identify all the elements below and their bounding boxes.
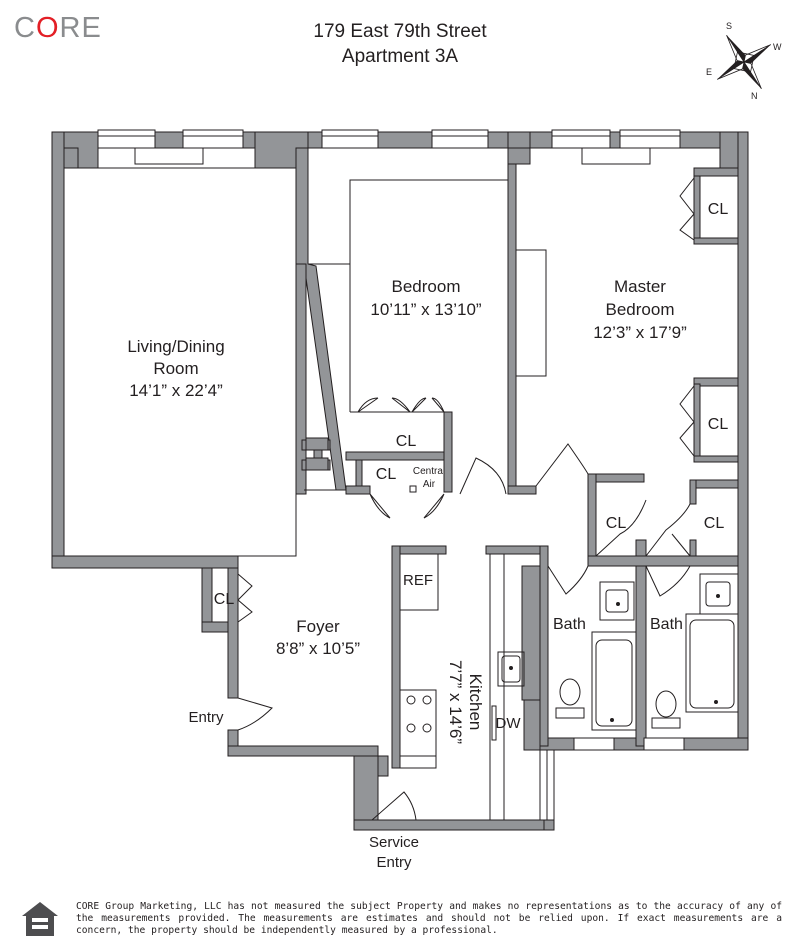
entry-label: Entry bbox=[188, 709, 224, 726]
living-room-name-2: Room bbox=[153, 359, 198, 378]
closet-label-bedroom: CL bbox=[396, 433, 417, 450]
ref-label: REF bbox=[403, 572, 433, 589]
compass-rose bbox=[716, 34, 772, 90]
unit-title: Apartment 3A bbox=[341, 46, 459, 67]
dw-label: DW bbox=[496, 715, 522, 732]
logo-o: O bbox=[35, 12, 60, 44]
bath-right-label: Bath bbox=[650, 616, 683, 633]
bedroom-label: Bedroom 10’11” x 13’10” bbox=[370, 277, 482, 319]
doors bbox=[237, 177, 695, 821]
closet-label-hall-left: CL bbox=[606, 515, 627, 532]
address-title: 179 East 79th Street bbox=[313, 21, 487, 42]
closet-label-hall-right: CL bbox=[704, 515, 725, 532]
kitchen-dims: 7’7” x 14’6” bbox=[446, 660, 465, 744]
central-air-label-2: Air bbox=[423, 479, 436, 490]
service-entry-label-1: Service bbox=[369, 834, 419, 851]
compass-w-label: W bbox=[773, 42, 782, 52]
logo-c: C bbox=[14, 12, 36, 44]
closet-label-master-top: CL bbox=[708, 201, 729, 218]
logo-re: RE bbox=[59, 12, 102, 44]
core-logo: CORE bbox=[14, 14, 102, 43]
kitchen-label: Kitchen 7’7” x 14’6” bbox=[446, 660, 485, 744]
equal-housing-icon bbox=[22, 902, 58, 936]
compass-n-label: N bbox=[751, 91, 758, 101]
living-room-dims: 14’1” x 22’4” bbox=[129, 381, 223, 400]
compass-s-label: S bbox=[726, 21, 732, 31]
master-bedroom-name-2: Bedroom bbox=[606, 300, 675, 319]
closet-label-foyer: CL bbox=[214, 591, 235, 608]
foyer-name: Foyer bbox=[296, 617, 340, 636]
bedroom-name: Bedroom bbox=[392, 277, 461, 296]
compass-e-label: E bbox=[706, 67, 712, 77]
living-room-label: Living/Dining Room 14’1” x 22’4” bbox=[127, 337, 224, 400]
interior-walls bbox=[295, 147, 739, 769]
central-air-label-1: Central bbox=[413, 466, 445, 477]
foyer-label: Foyer 8’8” x 10’5” bbox=[276, 617, 360, 658]
service-entry-label-2: Entry bbox=[376, 854, 412, 871]
foyer-dims: 8’8” x 10’5” bbox=[276, 639, 360, 658]
legal-disclaimer: CORE Group Marketing, LLC has not measur… bbox=[76, 901, 782, 936]
bath-fixtures bbox=[555, 573, 739, 731]
bath-left-label: Bath bbox=[553, 616, 586, 633]
kitchen-fixtures bbox=[406, 651, 525, 741]
master-bedroom-name-1: Master bbox=[614, 277, 666, 296]
kitchen-name: Kitchen bbox=[466, 674, 485, 731]
closet-labels: CL CL CL CL CL CL CL bbox=[214, 201, 729, 608]
bedroom-dims: 10’11” x 13’10” bbox=[370, 300, 482, 319]
living-room-name-1: Living/Dining bbox=[127, 337, 224, 356]
living-partition bbox=[305, 437, 417, 493]
master-bedroom-dims: 12’3” x 17’9” bbox=[593, 323, 687, 342]
room-outlines bbox=[63, 129, 685, 821]
closet-label-bedroom-small: CL bbox=[376, 466, 397, 483]
master-bedroom-label: Master Bedroom 12’3” x 17’9” bbox=[593, 277, 687, 342]
closet-label-master-mid: CL bbox=[708, 416, 729, 433]
